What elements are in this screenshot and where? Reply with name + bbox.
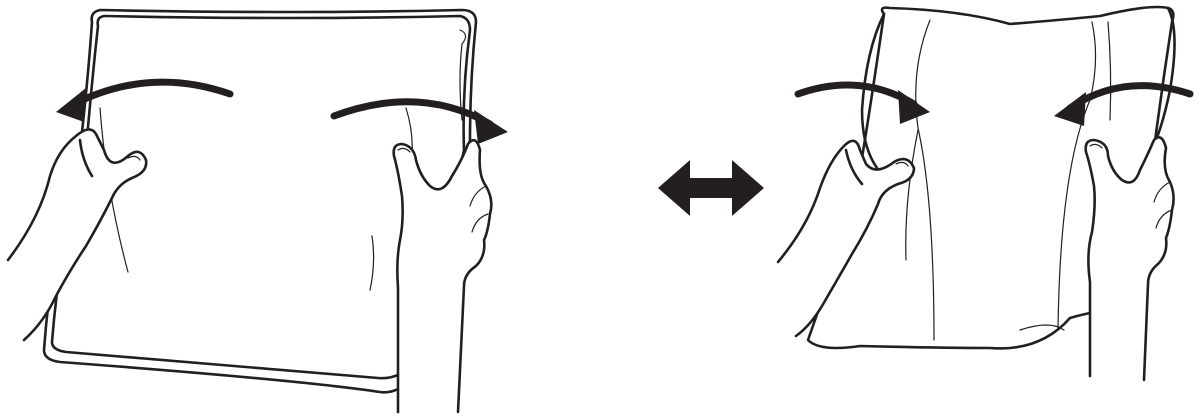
left-panel: [8, 10, 508, 412]
right-panel: [778, 7, 1190, 380]
double-headed-arrow-icon: [658, 160, 764, 216]
